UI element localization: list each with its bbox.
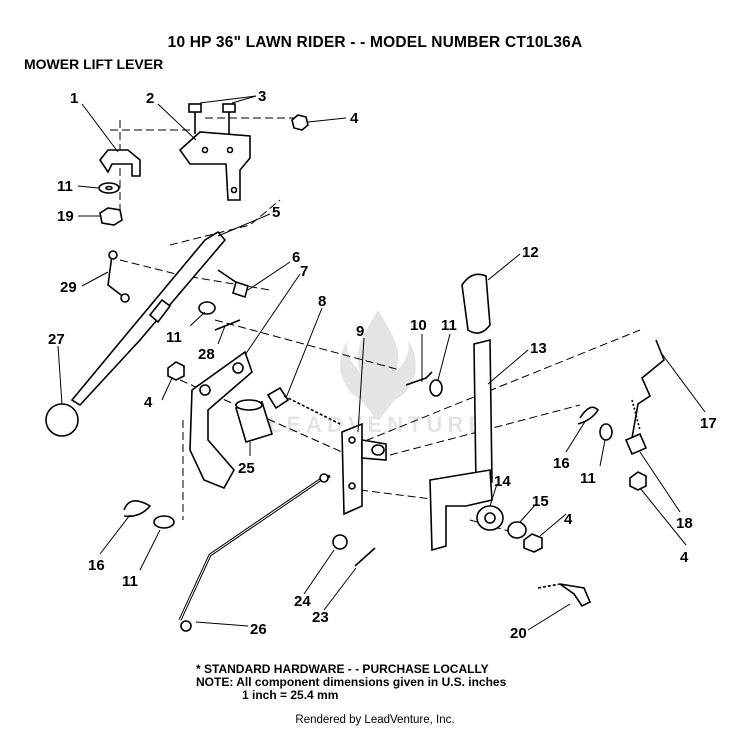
exploded-assembly-lines xyxy=(110,117,641,541)
callout-4: 4 xyxy=(350,110,359,127)
part-13-lever xyxy=(473,338,493,488)
callout-29: 29 xyxy=(60,279,77,296)
callout-16: 16 xyxy=(88,557,105,574)
callout-20: 20 xyxy=(510,625,527,642)
callout-4: 4 xyxy=(144,394,153,411)
callout-11: 11 xyxy=(57,178,73,195)
conversion-note: 1 inch = 25.4 mm xyxy=(242,688,339,702)
part-3-bolt xyxy=(222,103,236,113)
callout-14: 14 xyxy=(494,473,511,490)
part-23-pin xyxy=(354,547,376,567)
part-4-nut xyxy=(167,361,185,381)
callout-5: 5 xyxy=(272,204,280,221)
part-8-bolt xyxy=(266,386,290,410)
part-15-washer xyxy=(507,521,527,539)
callout-24: 24 xyxy=(294,593,311,610)
part-4-nut xyxy=(523,533,543,553)
callout-11: 11 xyxy=(122,573,138,590)
part-16-hairpin xyxy=(577,406,600,425)
footer-credit: Rendered by LeadVenture, Inc. xyxy=(295,714,455,726)
callout-numbers: 1 2 3 4 11 19 5 29 6 7 27 11 28 4 8 9 10… xyxy=(48,88,717,642)
callout-16: 16 xyxy=(553,455,570,472)
part-27-grip xyxy=(45,403,79,437)
diagram-subtitle: MOWER LIFT LEVER xyxy=(24,56,164,72)
callout-27: 27 xyxy=(48,331,65,348)
part-5-lift-arm xyxy=(70,230,227,407)
callout-10: 10 xyxy=(410,317,427,334)
part-4-nut xyxy=(629,471,647,491)
standard-hardware-note: * STANDARD HARDWARE - - PURCHASE LOCALLY xyxy=(196,662,489,676)
dimensions-note: NOTE: All component dimensions given in … xyxy=(196,675,507,689)
diagram-title: 10 HP 36" LAWN RIDER - - MODEL NUMBER CT… xyxy=(167,34,583,51)
part-18-swivel xyxy=(624,432,648,456)
callout-18: 18 xyxy=(676,515,693,532)
callout-13: 13 xyxy=(530,340,547,357)
callout-19: 19 xyxy=(57,208,74,225)
part-24-washer xyxy=(332,534,348,550)
callout-3: 3 xyxy=(258,88,266,105)
part-20-bolt xyxy=(537,583,561,589)
leader-lines xyxy=(57,95,706,631)
part-29-link xyxy=(107,254,126,299)
callout-23: 23 xyxy=(312,609,329,626)
watermark-flame-icon xyxy=(339,310,417,422)
callout-4: 4 xyxy=(680,549,689,566)
callout-15: 15 xyxy=(532,493,549,510)
callout-6: 6 xyxy=(292,249,300,266)
callout-1: 1 xyxy=(70,90,78,107)
part-28-pin xyxy=(214,319,241,331)
part-19-nut xyxy=(99,207,123,226)
part-12-knob xyxy=(461,273,491,334)
part-10-hairpin xyxy=(405,371,433,386)
callout-28: 28 xyxy=(198,346,215,363)
callout-11: 11 xyxy=(166,329,182,346)
callout-11: 11 xyxy=(580,470,596,487)
callout-25: 25 xyxy=(238,460,255,477)
part-11-washer xyxy=(153,515,175,529)
part-16-hairpin xyxy=(123,500,152,518)
callout-7: 7 xyxy=(300,263,308,280)
mower-lift-parts xyxy=(45,103,665,632)
part-2-bracket xyxy=(178,131,251,201)
callout-12: 12 xyxy=(522,244,539,261)
part-11-washer xyxy=(429,379,443,397)
callout-11: 11 xyxy=(441,317,457,334)
callout-17: 17 xyxy=(700,415,717,432)
watermark-text: LEADVENTURE xyxy=(267,412,488,437)
watermark: LEADVENTURE xyxy=(248,300,508,450)
callout-8: 8 xyxy=(318,293,326,310)
callout-26: 26 xyxy=(250,621,267,638)
part-11-washer xyxy=(198,301,216,315)
callout-4: 4 xyxy=(564,511,573,528)
part-17-rod xyxy=(631,339,665,439)
callout-2: 2 xyxy=(146,90,154,107)
part-3-bolt xyxy=(188,103,202,113)
callout-9: 9 xyxy=(356,323,364,340)
notes-block: * STANDARD HARDWARE - - PURCHASE LOCALLY… xyxy=(196,663,506,702)
part-4-nut xyxy=(291,114,309,131)
part-11-washer xyxy=(599,423,613,441)
part-1-clip xyxy=(99,149,141,177)
part-9-pivot-bracket xyxy=(341,422,363,516)
